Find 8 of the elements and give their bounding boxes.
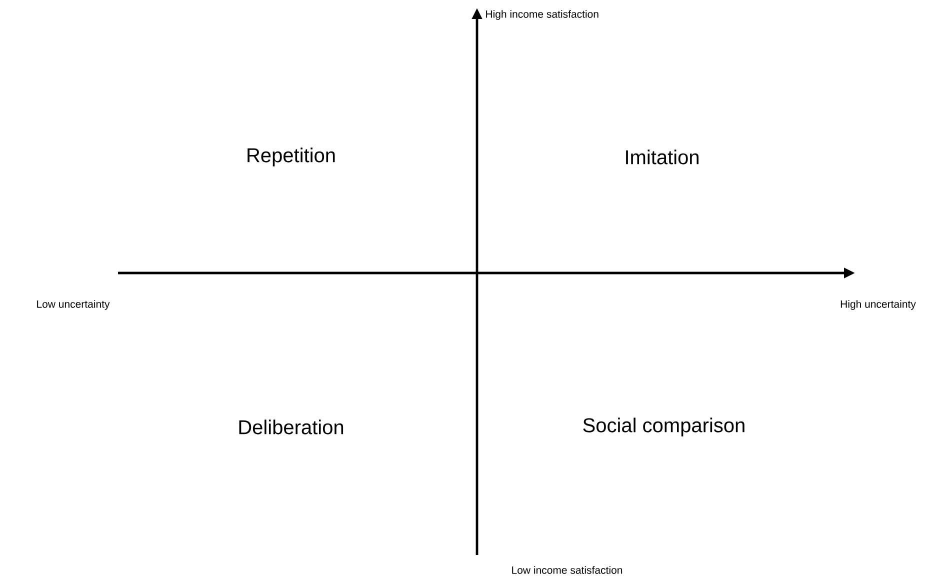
quadrant-label: Repetition: [248, 148, 335, 166]
axis-label: High uncertainty: [840, 300, 916, 310]
quadrant-label: Imitation: [626, 150, 698, 164]
axis-label: Low uncertainty: [37, 300, 110, 310]
axis-label: High income satisfaction: [486, 10, 598, 20]
axis-label: Low income satisfaction: [512, 566, 622, 574]
quadrant-label: Social comparison: [583, 418, 744, 436]
quadrant-label: Deliberation: [239, 420, 344, 434]
